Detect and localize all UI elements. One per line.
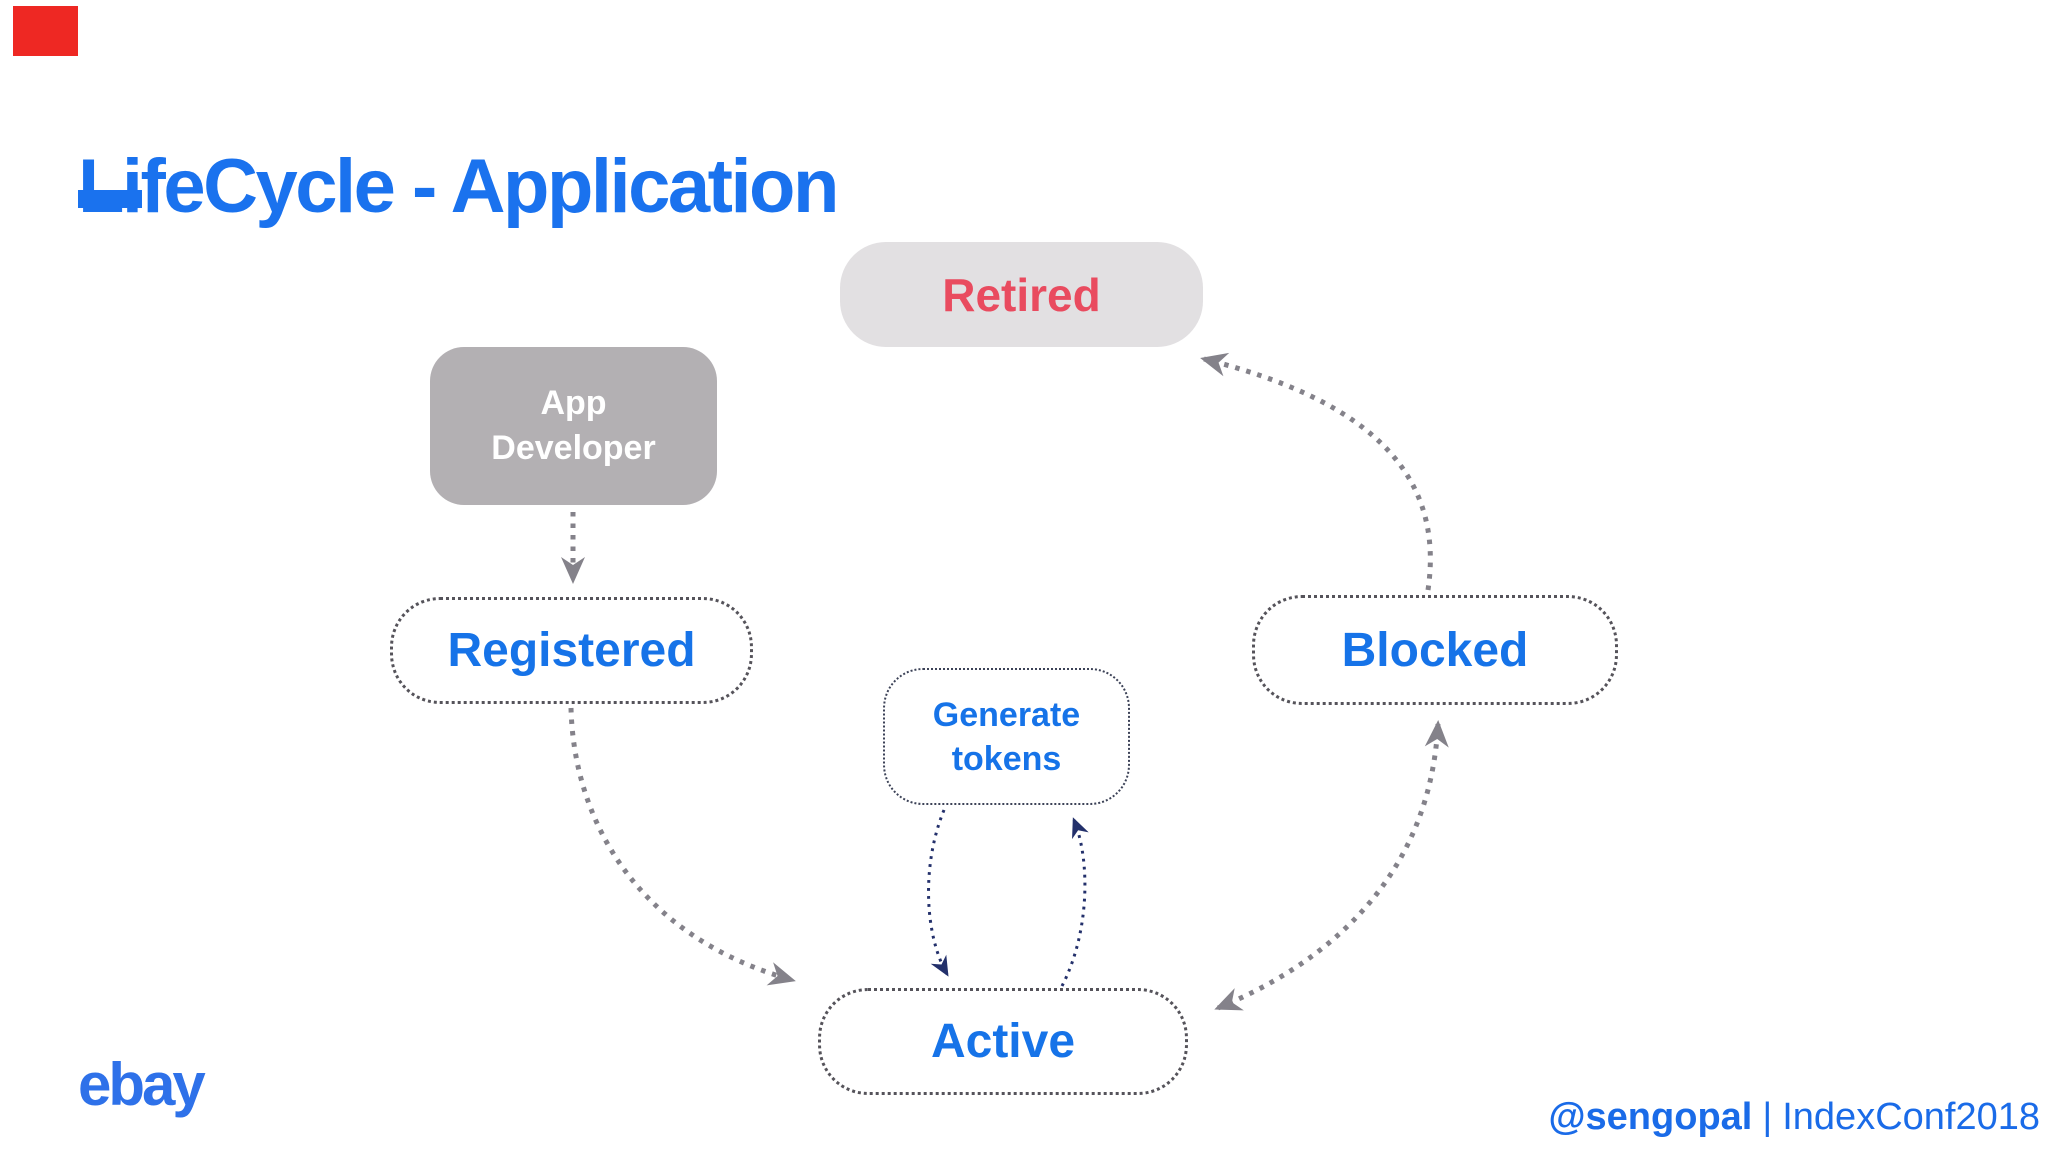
- edge-active-blocked-bidirectional: [1214, 720, 1449, 1011]
- node-active-label: Active: [930, 1015, 1076, 1068]
- node-blocked-label: Blocked: [1341, 623, 1529, 677]
- footer-event-name: IndexConf2018: [1782, 1096, 2040, 1138]
- edge-generatetokens-to-active: [927, 809, 949, 977]
- page-title: LifeCycle - Application: [78, 143, 839, 229]
- node-registered: Registered: [390, 597, 753, 704]
- red-accent-bar: [13, 6, 78, 56]
- node-app-developer-label: App Developer: [491, 384, 656, 467]
- title-underline: [78, 190, 142, 208]
- node-registered-label: Registered: [447, 624, 696, 677]
- footer-handle: @sengopal: [1548, 1096, 1753, 1138]
- node-blocked: Blocked: [1252, 595, 1618, 705]
- node-active: Active: [818, 988, 1188, 1095]
- edge-active-to-generatetokens: [1060, 817, 1089, 987]
- footer-credit: @sengopal|IndexConf2018: [1548, 1096, 2040, 1139]
- footer-separator: |: [1762, 1096, 1773, 1138]
- node-retired: Retired: [840, 242, 1203, 347]
- node-app-developer: App Developer: [430, 347, 717, 505]
- node-generate-tokens-label: Generate tokens: [932, 695, 1081, 778]
- ebay-logo: ebay: [78, 1051, 206, 1118]
- node-retired-label: Retired: [942, 268, 1101, 321]
- edge-registered-to-active: [568, 707, 796, 986]
- node-generate-tokens: Generate tokens: [883, 668, 1130, 805]
- edge-blocked-to-retired: [1200, 352, 1433, 591]
